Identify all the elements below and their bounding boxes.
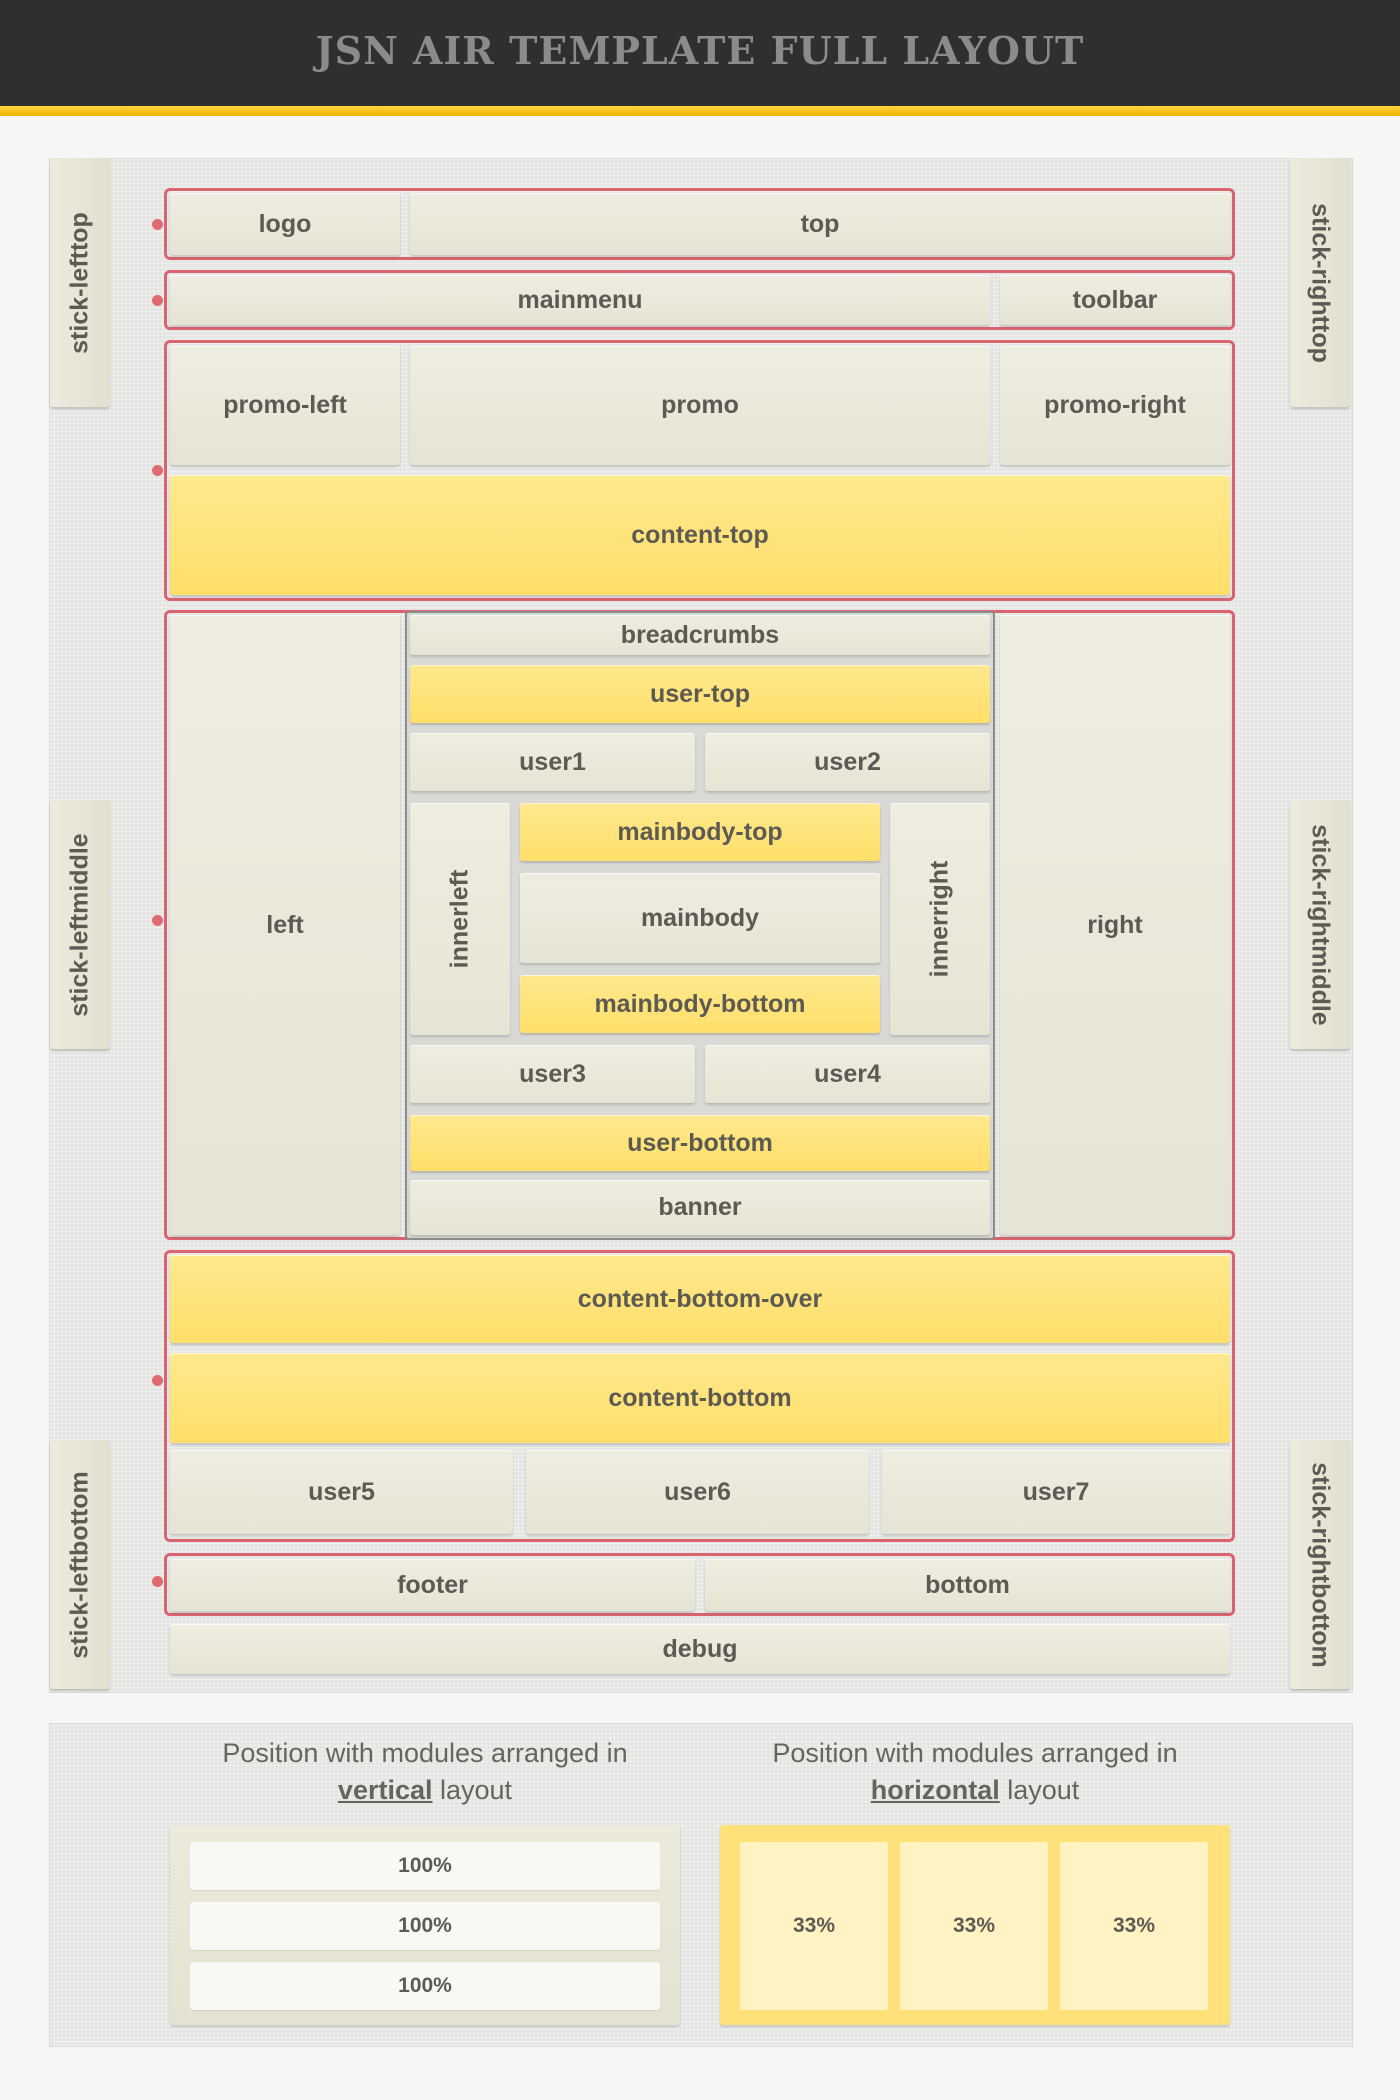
page-title: JSN AIR TEMPLATE FULL LAYOUT (315, 28, 1085, 73)
group-marker-dot (152, 1375, 163, 1386)
stick-leftbottom-label: stick-leftbottom (65, 1470, 94, 1659)
position-toolbar: toolbar (1000, 275, 1230, 325)
position-mainmenu: mainmenu (170, 275, 990, 325)
legend-vertical-cell: 100% (190, 1962, 660, 2010)
position-bottom: bottom (705, 1559, 1230, 1611)
group-marker-dot (152, 219, 163, 230)
legend-horizontal-caption-line2: horizontal layout (720, 1772, 1230, 1809)
legend-vertical-suffix: layout (432, 1775, 513, 1805)
position-user5: user5 (170, 1450, 513, 1534)
position-innerleft: innerleft (445, 869, 474, 969)
header-bar: JSN AIR TEMPLATE FULL LAYOUT (0, 0, 1400, 106)
position-mainbody-bottom: mainbody-bottom (520, 975, 880, 1033)
position-debug: debug (170, 1624, 1230, 1674)
legend-horizontal-suffix: layout (999, 1775, 1080, 1805)
position-footer: footer (170, 1559, 695, 1611)
position-user-top: user-top (410, 665, 990, 723)
stick-rightbottom-box: stick-rightbottom (1290, 1440, 1350, 1689)
group-content-bottom (164, 1250, 1235, 1542)
position-promo: promo (410, 346, 990, 465)
legend-horizontal-cell: 33% (740, 1842, 888, 2010)
position-innerleft-box: innerleft (410, 803, 510, 1035)
position-logo: logo (170, 193, 400, 255)
group-footer-row (164, 1553, 1235, 1616)
legend-vertical-caption: Position with modules arranged in vertic… (170, 1735, 680, 1809)
stick-lefttop-box: stick-lefttop (50, 158, 110, 407)
position-innerright: innerright (925, 860, 954, 978)
stick-rightbottom-label: stick-rightbottom (1306, 1461, 1335, 1668)
legend-horizontal-caption-line1: Position with modules arranged in (772, 1738, 1178, 1768)
group-marker-dot (152, 915, 163, 926)
group-marker-dot (152, 295, 163, 306)
position-user3: user3 (410, 1045, 695, 1103)
legend-vertical-keyword: vertical (337, 1775, 433, 1805)
legend-vertical-cell: 100% (190, 1902, 660, 1950)
position-user2: user2 (705, 733, 990, 791)
stick-leftmiddle-label: stick-leftmiddle (65, 832, 94, 1017)
position-breadcrumbs: breadcrumbs (410, 615, 990, 655)
position-content-bottom-over: content-bottom-over (170, 1255, 1230, 1343)
stick-righttop-label: stick-righttop (1306, 202, 1335, 363)
legend-horizontal-caption: Position with modules arranged in horizo… (720, 1735, 1230, 1809)
position-banner: banner (410, 1180, 990, 1235)
stick-rightmiddle-box: stick-rightmiddle (1290, 800, 1350, 1049)
group-header-row (164, 188, 1235, 260)
position-content-top: content-top (170, 475, 1230, 595)
stick-leftbottom-box: stick-leftbottom (50, 1440, 110, 1689)
stick-righttop-box: stick-righttop (1290, 158, 1350, 407)
position-user-bottom: user-bottom (410, 1115, 990, 1171)
position-user7: user7 (882, 1450, 1230, 1534)
position-mainbody: mainbody (520, 873, 880, 963)
legend-vertical-caption-line2: vertical layout (170, 1772, 680, 1809)
stick-leftmiddle-box: stick-leftmiddle (50, 800, 110, 1049)
position-left: left (170, 615, 400, 1235)
position-top: top (410, 193, 1230, 255)
position-right: right (1000, 615, 1230, 1235)
legend-vertical-cell: 100% (190, 1842, 660, 1890)
position-promo-right: promo-right (1000, 346, 1230, 465)
position-innerright-box: innerright (890, 803, 990, 1035)
legend-horizontal-cell: 33% (900, 1842, 1048, 2010)
legend-horizontal-cell: 33% (1060, 1842, 1208, 2010)
group-promo (164, 340, 1235, 601)
position-mainbody-top: mainbody-top (520, 803, 880, 861)
header-accent-stripe (0, 106, 1400, 116)
position-user6: user6 (526, 1450, 869, 1534)
legend-vertical-caption-line1: Position with modules arranged in (222, 1738, 628, 1768)
position-content-bottom: content-bottom (170, 1353, 1230, 1443)
group-menu-row (164, 270, 1235, 330)
legend-horizontal-keyword: horizontal (870, 1775, 1000, 1805)
position-user4: user4 (705, 1045, 990, 1103)
group-marker-dot (152, 465, 163, 476)
stick-lefttop-label: stick-lefttop (65, 211, 94, 354)
position-promo-left: promo-left (170, 346, 400, 465)
stick-rightmiddle-label: stick-rightmiddle (1306, 823, 1335, 1026)
position-user1: user1 (410, 733, 695, 791)
group-marker-dot (152, 1576, 163, 1587)
